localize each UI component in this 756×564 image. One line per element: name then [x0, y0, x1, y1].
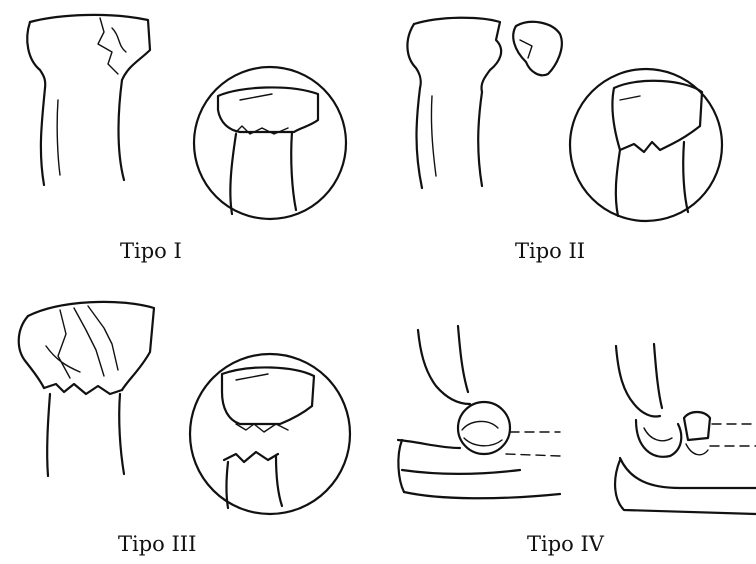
panel-tipo-1: Tipo I [27, 15, 346, 263]
panel-tipo-4: Tipo IV [398, 326, 756, 556]
tipo-1-bone-drawing [27, 15, 150, 185]
tipo-3-bone-drawing [19, 302, 154, 476]
tipo-1-caption: Tipo I [120, 239, 182, 263]
tipo-3-detail-circle [190, 354, 350, 514]
tipo-4-elbow-right [615, 344, 756, 514]
tipo-4-elbow-left [398, 326, 560, 498]
tipo-2-detail-circle [570, 69, 722, 221]
tipo-3-caption: Tipo III [118, 532, 196, 556]
tipo-1-detail-circle [194, 67, 346, 219]
tipo-2-bone-drawing [407, 18, 561, 188]
tipo-4-caption: Tipo IV [527, 532, 605, 556]
tipo-2-caption: Tipo II [515, 239, 585, 263]
panel-tipo-3: Tipo III [19, 302, 350, 556]
panel-tipo-2: Tipo II [407, 18, 722, 263]
